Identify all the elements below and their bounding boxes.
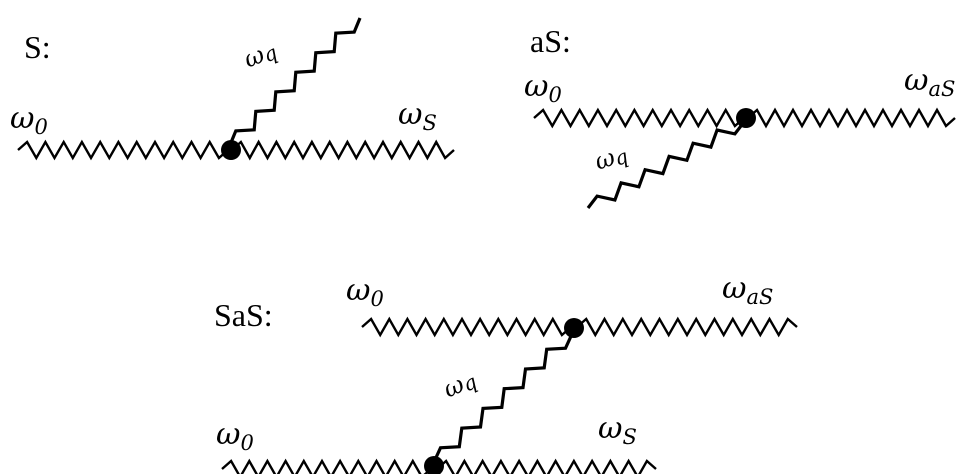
sas-upper-outgoing-photon-line (576, 316, 798, 338)
stokes-anti-stokes-label: SaS: (214, 297, 273, 333)
stokes-vertex (221, 140, 241, 160)
stokes-label: S: (24, 29, 51, 65)
sas-lower-incoming-photon-label: ω0 (216, 417, 254, 455)
anti-stokes-phonon-label: ωq (591, 139, 631, 177)
sas-lower-incoming-photon-line (221, 458, 432, 474)
diagram-anti-stokes: aS: ω0 ωaS ωq (524, 23, 956, 209)
sas-upper-incoming-photon-label: ω0 (346, 273, 384, 311)
stokes-incoming-photon-label: ω0 (10, 101, 48, 139)
sas-upper-incoming-photon-line (361, 316, 572, 338)
stokes-phonon-line (228, 17, 362, 146)
anti-stokes-incoming-photon-label: ω0 (524, 69, 562, 107)
stokes-incoming-photon-line (17, 139, 229, 161)
anti-stokes-vertex (736, 108, 756, 128)
diagram-stokes-anti-stokes: SaS: ω0 ωaS ωq ω0 ωS (214, 271, 798, 474)
sas-upper-outgoing-photon-label: ωaS (722, 271, 773, 309)
anti-stokes-phonon-line (586, 121, 746, 209)
stokes-outgoing-photon-line (231, 139, 455, 161)
sas-phonon-line (432, 333, 574, 463)
sas-lower-outgoing-photon-line (436, 458, 657, 474)
diagram-stokes: S: ω0 ωS ωq (10, 17, 455, 161)
anti-stokes-label: aS: (530, 23, 571, 59)
anti-stokes-outgoing-photon-label: ωaS (904, 63, 955, 101)
anti-stokes-outgoing-photon-line (747, 107, 956, 129)
stokes-outgoing-photon-label: ωS (398, 97, 437, 135)
stokes-phonon-label: ωq (240, 35, 281, 74)
anti-stokes-incoming-photon-line (533, 107, 745, 129)
sas-phonon-label: ωq (439, 365, 480, 405)
sas-lower-outgoing-photon-label: ωS (598, 411, 637, 449)
sas-lower-vertex (424, 456, 444, 474)
sas-upper-vertex (564, 318, 584, 338)
